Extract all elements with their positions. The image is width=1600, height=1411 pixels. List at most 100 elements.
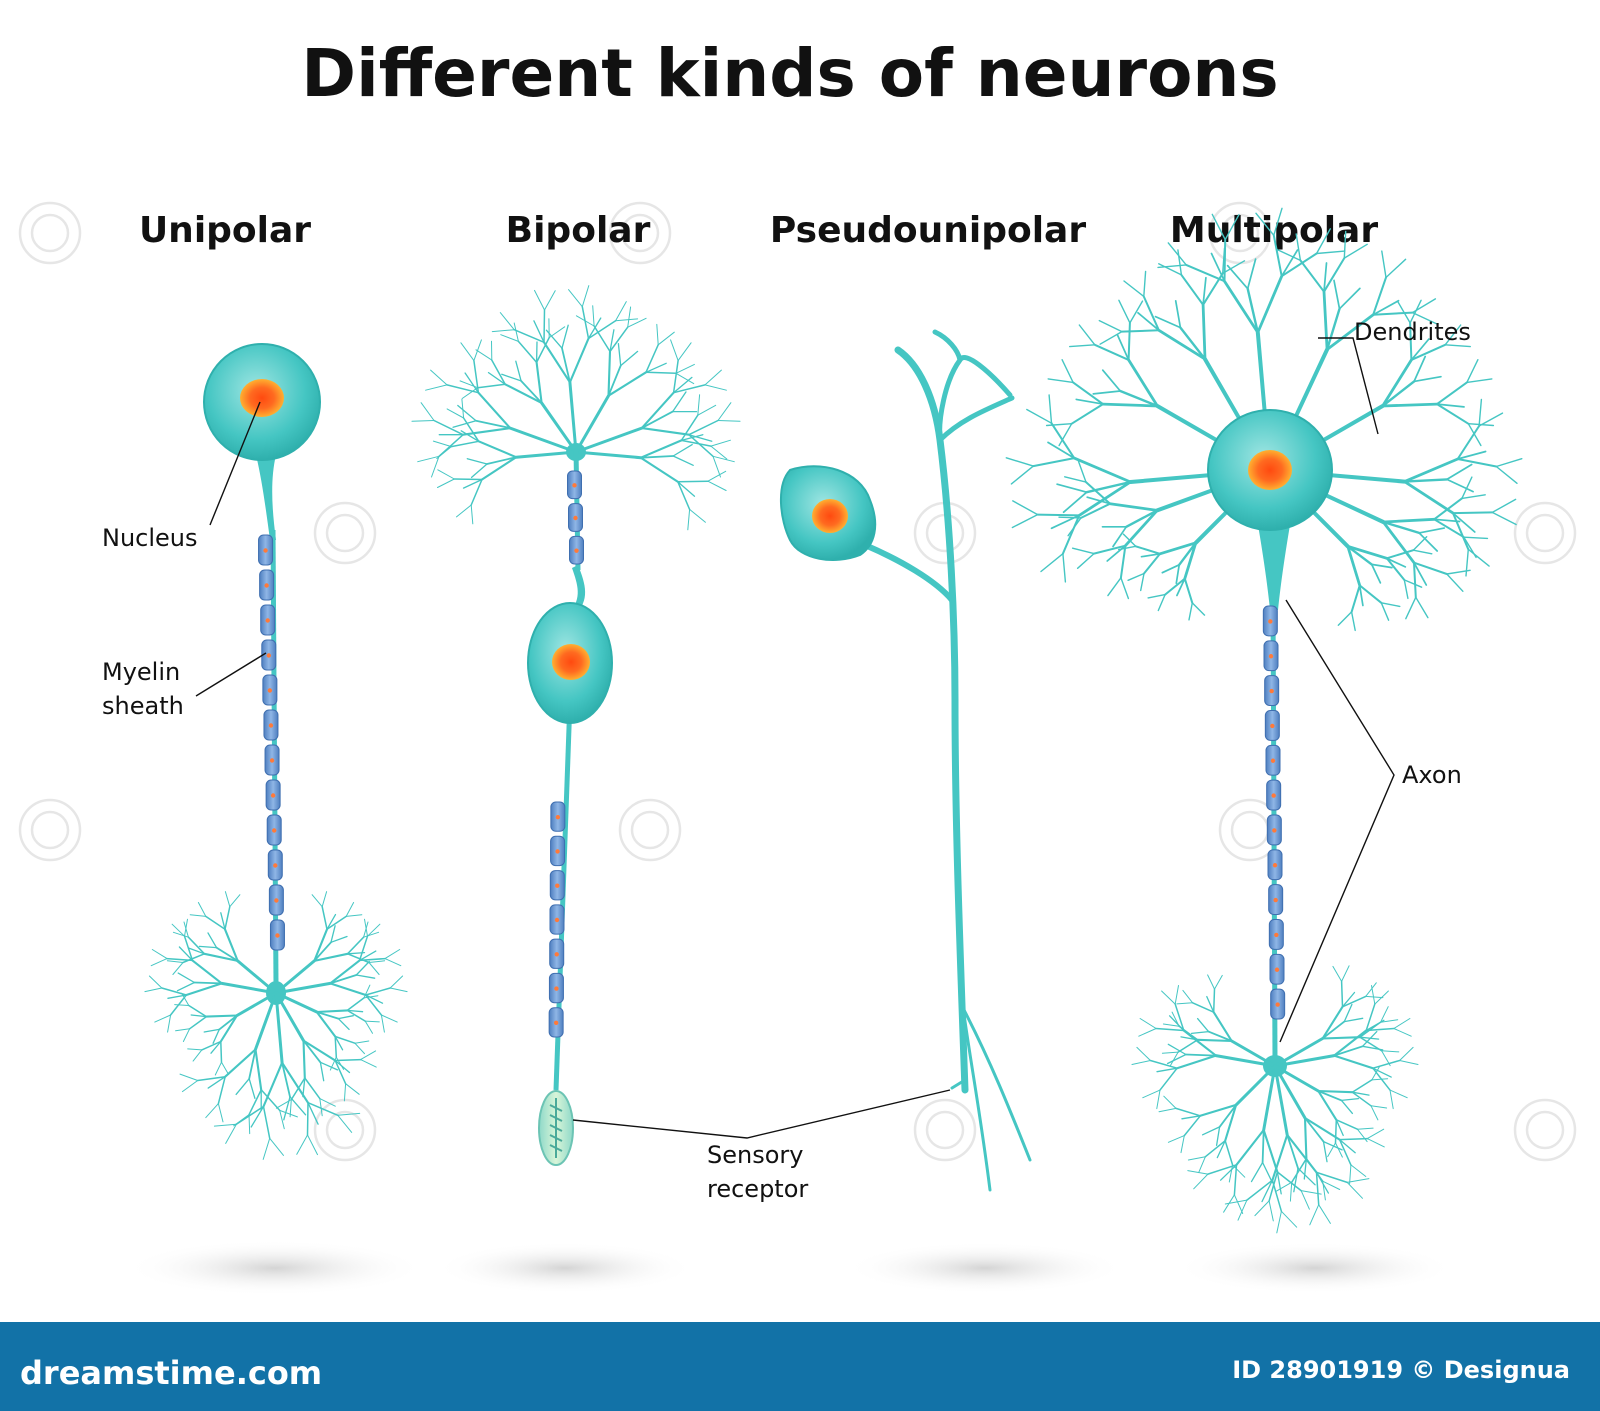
dendrite-branch xyxy=(1341,965,1350,982)
dendrite-branch xyxy=(1413,375,1442,383)
unipolar-axon-terminals xyxy=(144,891,408,1160)
dendrite-branch xyxy=(475,349,493,361)
dendrite-branch xyxy=(1246,287,1260,334)
nucleus-leader xyxy=(209,401,261,526)
dendrite-branch xyxy=(1452,512,1470,551)
dendrite-branch xyxy=(1463,536,1489,540)
dendrite-branch xyxy=(1214,974,1223,990)
dendrite-branch xyxy=(1333,1054,1374,1070)
dendrite-branch xyxy=(627,317,647,328)
dendrite-branch xyxy=(1372,311,1414,316)
dendrite-branch xyxy=(1156,1089,1161,1110)
dendrite-branch xyxy=(1177,1039,1199,1053)
dendrite-branch xyxy=(704,384,727,391)
dendrite-branch xyxy=(1218,1104,1237,1128)
dendrite-branch xyxy=(1167,242,1187,266)
dendrite-branch xyxy=(568,289,583,308)
dendrite-branch xyxy=(364,994,383,1016)
dendrite-branch xyxy=(225,1123,237,1144)
dendrite-branch xyxy=(1338,1137,1369,1141)
bipolar-nucleus xyxy=(552,644,590,680)
dendrite-branch xyxy=(470,478,483,506)
dendrite-branch xyxy=(1446,478,1474,493)
dendrite-branch xyxy=(224,891,231,908)
myelin-segment xyxy=(1268,884,1284,916)
dendrite-branch xyxy=(1351,1091,1370,1096)
dendrite-branch xyxy=(337,1017,350,1031)
dendrite-branch xyxy=(1139,1018,1157,1029)
dendrite-branch xyxy=(1174,299,1182,329)
dendrite-branch xyxy=(235,991,278,1017)
dendrite-branch xyxy=(1349,1164,1352,1185)
dendrite-branch xyxy=(593,325,611,353)
dendrite-branch xyxy=(1491,511,1517,526)
dendrite-branch xyxy=(432,440,452,448)
dendrite-branch xyxy=(1370,1105,1388,1109)
dendrite-branch xyxy=(689,508,706,523)
dendrite-branch xyxy=(542,341,571,384)
dendrite-branch xyxy=(1317,472,1407,484)
dendrite-branch xyxy=(486,456,518,465)
dendrite-branch xyxy=(1322,1140,1343,1151)
myelin-segment xyxy=(1266,779,1282,811)
dendrite-branch xyxy=(274,991,319,1014)
dendrite-branch xyxy=(1343,1017,1364,1023)
dendrite-branch xyxy=(150,958,168,967)
dendrite-branch xyxy=(1418,532,1439,552)
dendrite-branch xyxy=(627,306,632,328)
dendrite-branch xyxy=(499,312,515,331)
dendrite-branch xyxy=(1303,1158,1308,1180)
dendrite-branch xyxy=(672,455,694,466)
dendrite-branch xyxy=(1321,1005,1344,1040)
dendrite-branch xyxy=(1405,596,1417,620)
dendrite-branch xyxy=(198,945,218,949)
dendrite-branch xyxy=(1180,273,1205,306)
dendrite-branch xyxy=(1212,1011,1233,1043)
dendrite-branch xyxy=(1056,483,1088,494)
myelin-segment xyxy=(260,604,276,636)
dendrite-branch xyxy=(380,1014,385,1033)
dendrite-branch xyxy=(1321,1036,1362,1040)
dendrite-branch xyxy=(1273,1064,1307,1120)
dendrite-branch xyxy=(697,394,701,416)
dendrite-branch xyxy=(326,913,337,930)
dendrite-branch xyxy=(1315,228,1332,255)
dendrite-branch xyxy=(1190,1030,1210,1035)
dendrite-branch xyxy=(213,1123,237,1127)
dendrite-branch xyxy=(1359,1021,1382,1038)
dendrite-branch xyxy=(677,480,691,511)
dendrite-branch xyxy=(1062,553,1067,583)
dendrite-branch xyxy=(1221,260,1246,275)
dendrite-branch xyxy=(1381,517,1436,524)
dendrite-branch xyxy=(1178,1025,1199,1041)
heading-pseudounipolar: Pseudounipolar xyxy=(770,210,1086,251)
dendrite-branch xyxy=(248,1089,262,1116)
dendrite-branch xyxy=(1289,347,1330,429)
dendrite-branch xyxy=(1226,264,1249,290)
label-dendrites: Dendrites xyxy=(1354,318,1471,346)
dendrite-branch xyxy=(364,987,391,996)
dendrite-branch xyxy=(1255,212,1275,237)
dendrite-branch xyxy=(1436,403,1470,425)
dendrite-branch xyxy=(1117,545,1137,551)
dendrite-branch xyxy=(677,481,696,497)
dendrite-branch xyxy=(1276,1171,1302,1192)
dendrite-branch xyxy=(182,953,206,964)
dendrite-branch xyxy=(1399,1046,1414,1061)
dendrite-branch xyxy=(306,1101,309,1136)
dendrite-branch xyxy=(1223,279,1260,334)
dendrite-branch xyxy=(568,337,590,384)
dendrite-branch xyxy=(1325,313,1375,351)
dendrite-branch xyxy=(1356,1127,1374,1130)
dendrite-branch xyxy=(640,410,674,430)
dendrite-branch xyxy=(1343,230,1347,259)
dendrite-branch xyxy=(384,958,402,967)
dendrite-branch xyxy=(1289,1181,1293,1202)
myelin-segment xyxy=(568,503,583,532)
dendrite-branch xyxy=(1250,1161,1264,1183)
dendrite-branch xyxy=(1196,1017,1210,1033)
dendrite-branch xyxy=(1154,315,1182,329)
dendrite-branch xyxy=(1456,425,1481,460)
footer-site: dreamstime.com xyxy=(20,1354,322,1392)
